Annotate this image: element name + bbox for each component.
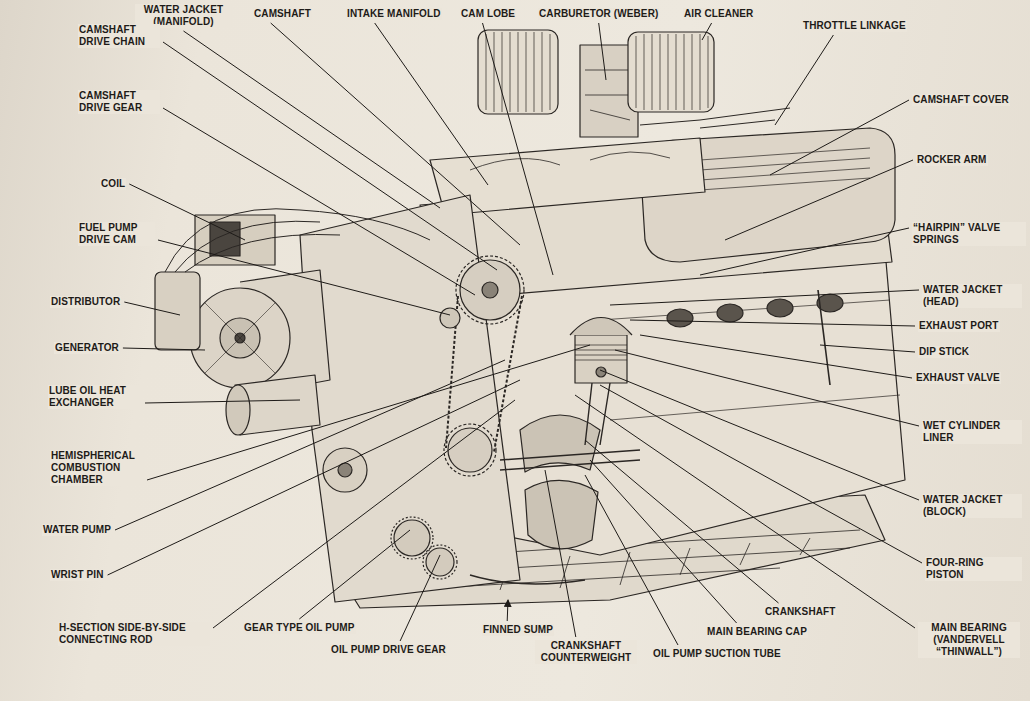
part-label: DISTRIBUTOR: [50, 296, 121, 308]
part-label: CAM LOBE: [460, 8, 516, 20]
leader-line: [702, 23, 712, 40]
leader-line: [585, 475, 678, 645]
leader-line: [575, 395, 915, 628]
part-label: MAIN BEARING (VANDERVELL “THINWALL”): [918, 622, 1020, 658]
leader-line: [600, 370, 919, 500]
part-label: COIL: [100, 178, 126, 190]
leader-line: [725, 160, 913, 240]
leader-line: [700, 228, 909, 275]
leader-line: [124, 302, 180, 315]
leader-line: [585, 440, 779, 603]
leader-line: [163, 108, 475, 295]
part-label: WATER JACKET (HEAD): [922, 284, 1022, 308]
part-label: OIL PUMP SUCTION TUBE: [652, 648, 782, 660]
leader-line: [271, 23, 520, 245]
leader-line: [770, 100, 909, 175]
part-label: DIP STICK: [918, 346, 970, 358]
part-label: HEMISPHERICAL COMBUSTION CHAMBER: [50, 450, 144, 486]
part-label: CAMSHAFT: [253, 8, 312, 20]
leader-line: [123, 348, 205, 350]
part-label: LUBE OIL HEAT EXCHANGER: [48, 385, 142, 409]
part-label: OIL PUMP DRIVE GEAR: [330, 644, 447, 656]
part-label: FINNED SUMP: [482, 624, 554, 636]
leader-line: [184, 31, 441, 208]
leader-line: [820, 345, 915, 352]
leader-line: [775, 35, 833, 125]
leader-line: [108, 380, 520, 575]
leader-line: [158, 240, 450, 315]
part-label: WATER PUMP: [42, 524, 112, 536]
part-label: CAMSHAFT DRIVE GEAR: [78, 90, 160, 114]
part-label: FUEL PUMP DRIVE CAM: [78, 222, 155, 246]
leader-line: [115, 360, 505, 530]
leader-line: [630, 320, 915, 326]
part-label: CRANKSHAFT COUNTERWEIGHT: [535, 640, 637, 664]
leader-line: [213, 400, 515, 628]
leader-line: [483, 23, 554, 275]
part-label: EXHAUST PORT: [918, 320, 1000, 332]
leader-line: [507, 600, 509, 621]
part-label: WATER JACKET (BLOCK): [922, 494, 1022, 518]
part-label: THROTTLE LINKAGE: [802, 20, 907, 32]
part-label: GEAR TYPE OIL PUMP: [243, 622, 356, 634]
part-label: MAIN BEARING CAP: [706, 626, 808, 638]
leader-line: [400, 555, 440, 641]
part-label: CRANKSHAFT: [764, 606, 836, 618]
part-label: CARBURETOR (WEBER): [538, 8, 659, 20]
part-label: CAMSHAFT DRIVE CHAIN: [78, 24, 160, 48]
part-label: GENERATOR: [54, 342, 120, 354]
leader-line: [145, 400, 300, 403]
leader-line: [147, 345, 590, 480]
leader-line: [375, 23, 488, 185]
leader-line: [610, 290, 919, 305]
part-label: INTAKE MANIFOLD: [346, 8, 442, 20]
leader-line: [615, 350, 919, 426]
leader-line: [599, 23, 606, 80]
part-label: FOUR-RING PISTON: [925, 557, 1022, 581]
leader-line: [590, 460, 737, 623]
part-label: H-SECTION SIDE-BY-SIDE CONNECTING ROD: [58, 622, 210, 646]
part-label: WET CYLINDER LINER: [922, 420, 1022, 444]
part-label: WRIST PIN: [50, 569, 105, 581]
part-label: ROCKER ARM: [916, 154, 988, 166]
leader-line: [640, 335, 912, 378]
leader-line: [163, 42, 497, 270]
part-label: “HAIRPIN” VALVE SPRINGS: [912, 222, 1026, 246]
leader-line: [600, 385, 922, 563]
part-label: CAMSHAFT COVER: [912, 94, 1010, 106]
part-label: EXHAUST VALVE: [915, 372, 1001, 384]
part-label: AIR CLEANER: [683, 8, 754, 20]
leader-line: [299, 530, 410, 619]
leader-line: [545, 470, 576, 637]
